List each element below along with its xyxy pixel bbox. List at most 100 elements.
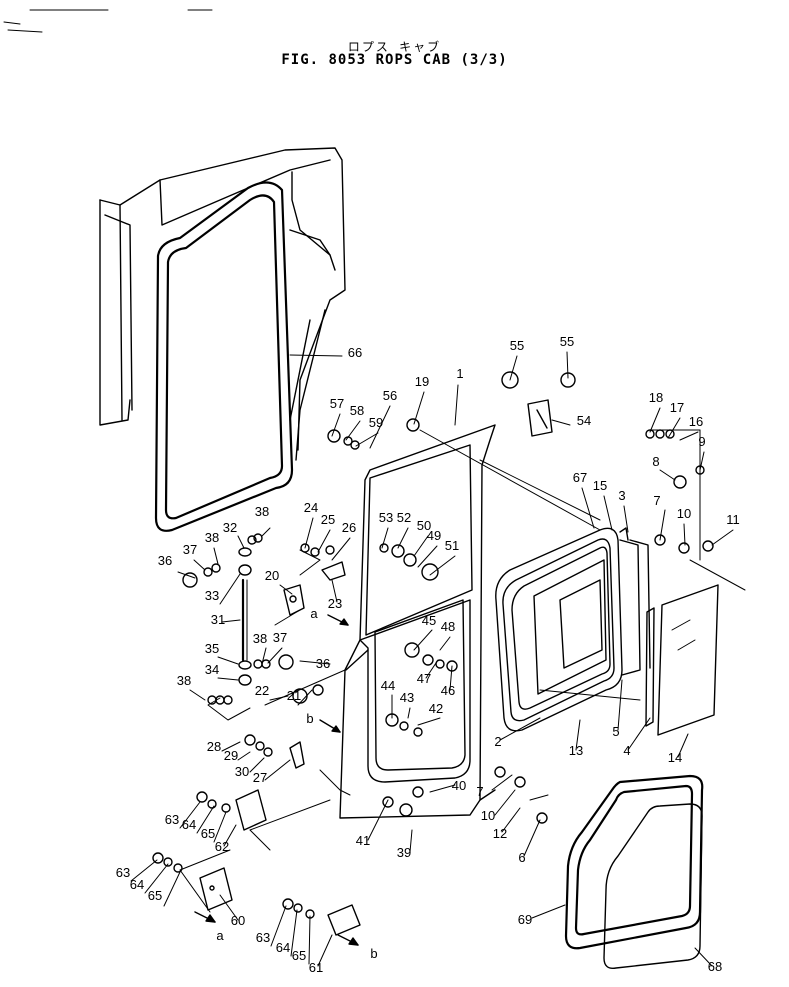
callout-59: 59 bbox=[369, 415, 383, 430]
leader-line bbox=[217, 677, 239, 681]
callout-31: 31 bbox=[211, 612, 225, 627]
leader-line bbox=[217, 656, 239, 665]
leader-line bbox=[439, 636, 451, 651]
leader-line bbox=[694, 947, 713, 967]
leader-line bbox=[237, 751, 251, 761]
callout-32: 32 bbox=[223, 520, 237, 535]
leader-line bbox=[331, 579, 338, 603]
fastener bbox=[501, 371, 519, 389]
callout-38: 38 bbox=[205, 530, 219, 545]
callout-25: 25 bbox=[321, 512, 335, 527]
leader-line bbox=[213, 811, 227, 843]
callout-16: 16 bbox=[689, 414, 703, 429]
callout-9: 9 bbox=[698, 434, 705, 449]
leader-line bbox=[261, 527, 271, 537]
leader-line bbox=[193, 559, 206, 571]
leader-line bbox=[523, 819, 541, 857]
callout-36: 36 bbox=[158, 553, 172, 568]
leader-line bbox=[317, 529, 331, 553]
callout-49: 49 bbox=[427, 528, 441, 543]
fastener bbox=[203, 567, 213, 577]
callout-38: 38 bbox=[253, 631, 267, 646]
fastener bbox=[278, 654, 294, 670]
fastener bbox=[422, 654, 434, 666]
leader-line bbox=[711, 529, 734, 546]
fastener bbox=[399, 803, 413, 817]
callout-8: 8 bbox=[652, 454, 659, 469]
cover-plate-60 bbox=[199, 867, 233, 911]
callout-65: 65 bbox=[292, 948, 306, 963]
leader-line bbox=[627, 717, 651, 751]
callout-30: 30 bbox=[235, 764, 249, 779]
diagram-title: FIG. 8053 ROPS CAB (3/3) bbox=[281, 52, 508, 68]
assembly-lines bbox=[179, 429, 746, 913]
callout-69: 69 bbox=[518, 912, 532, 927]
fastener bbox=[173, 863, 183, 873]
door-seal-66 bbox=[154, 181, 294, 532]
leader-line bbox=[566, 351, 569, 379]
leader-line bbox=[345, 420, 361, 441]
callout-60: 60 bbox=[231, 913, 245, 928]
leader-line bbox=[413, 535, 429, 557]
fastener bbox=[310, 547, 320, 557]
fastener bbox=[152, 852, 164, 864]
seal-69 bbox=[564, 774, 704, 950]
leader-line bbox=[417, 545, 438, 568]
fastener bbox=[293, 903, 303, 913]
fastener bbox=[223, 695, 233, 705]
leader-line bbox=[179, 801, 201, 829]
callout-58: 58 bbox=[350, 403, 364, 418]
fastener bbox=[494, 766, 506, 778]
callout-7: 7 bbox=[476, 784, 483, 799]
leader-line bbox=[449, 665, 453, 691]
leader-line bbox=[144, 863, 169, 894]
fastener bbox=[244, 734, 256, 746]
fastener bbox=[253, 659, 263, 669]
callout-14: 14 bbox=[668, 750, 682, 765]
leader-line bbox=[509, 355, 518, 381]
callout-18: 18 bbox=[649, 390, 663, 405]
callout-50: 50 bbox=[417, 518, 431, 533]
leader-line bbox=[425, 659, 439, 679]
cover-plate-61 bbox=[327, 904, 361, 936]
leader-line bbox=[683, 523, 686, 546]
callout-5: 5 bbox=[612, 724, 619, 739]
leader-line bbox=[189, 689, 206, 701]
callout-55: 55 bbox=[510, 338, 524, 353]
fastener bbox=[403, 553, 417, 567]
callout-24: 24 bbox=[304, 500, 318, 515]
callout-21: 21 bbox=[287, 688, 301, 703]
callout-65: 65 bbox=[148, 888, 162, 903]
leader-line bbox=[429, 555, 456, 576]
callout-63: 63 bbox=[165, 812, 179, 827]
callout-64: 64 bbox=[276, 940, 290, 955]
fastener bbox=[255, 741, 265, 751]
callout-1: 1 bbox=[456, 366, 463, 381]
leader-line bbox=[659, 509, 666, 541]
callout-61: 61 bbox=[309, 960, 323, 975]
callout-12: 12 bbox=[493, 826, 507, 841]
cover-plate-62 bbox=[235, 789, 267, 831]
callout-20: 20 bbox=[265, 568, 279, 583]
callout-34: 34 bbox=[205, 662, 219, 677]
leader-line bbox=[221, 619, 241, 623]
callout-19: 19 bbox=[415, 374, 429, 389]
fastener bbox=[391, 544, 405, 558]
leader-line bbox=[491, 774, 513, 791]
fastener bbox=[207, 799, 217, 809]
leader-line bbox=[289, 354, 343, 357]
leader-line bbox=[177, 571, 196, 579]
view-marker-b: b bbox=[370, 946, 377, 961]
fastener bbox=[678, 542, 690, 554]
fastener bbox=[514, 776, 526, 788]
callout-64: 64 bbox=[130, 877, 144, 892]
leader-line bbox=[429, 784, 456, 793]
callout-10: 10 bbox=[677, 506, 691, 521]
callout-68: 68 bbox=[708, 959, 722, 974]
callout-42: 42 bbox=[429, 701, 443, 716]
diagram-subtitle: ロプス キャブ bbox=[347, 40, 442, 54]
callout-38: 38 bbox=[255, 504, 269, 519]
callout-39: 39 bbox=[397, 845, 411, 860]
